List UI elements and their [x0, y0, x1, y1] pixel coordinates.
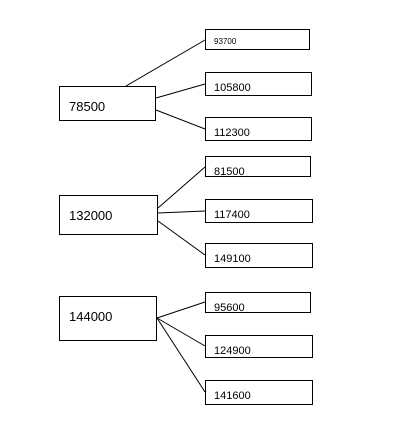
child-node-1-3-value: 112300: [214, 127, 250, 139]
child-node-2-2: 117400: [205, 199, 313, 223]
child-node-3-1: 95600: [205, 292, 311, 314]
child-node-3-2: 124900: [205, 335, 313, 358]
child-node-2-1: 81500: [205, 156, 311, 178]
connector-2-2: [157, 210, 206, 214]
child-node-2-3-value: 149100: [214, 253, 251, 265]
child-node-1-3: 112300: [205, 117, 312, 141]
child-node-2-2-value: 117400: [214, 209, 250, 221]
root-node-1-value: 78500: [69, 99, 106, 114]
child-node-3-3-value: 141600: [214, 390, 251, 402]
child-node-2-1-value: 81500: [214, 166, 245, 178]
root-node-2-value: 132000: [69, 208, 113, 223]
root-node-2: 132000: [59, 195, 158, 235]
child-node-3-1-value: 95600: [214, 302, 245, 314]
connector-1-3: [155, 109, 206, 130]
child-node-1-2-value: 105800: [214, 82, 251, 94]
connector-1-2: [155, 83, 206, 99]
root-node-1: 78500: [59, 86, 156, 121]
connector-2-1: [157, 166, 206, 209]
child-node-3-2-value: 124900: [214, 345, 251, 357]
connector-3-1: [156, 301, 206, 319]
connector-3-2: [156, 317, 206, 347]
root-node-3: 144000: [59, 296, 157, 341]
child-node-2-3: 149100: [205, 243, 313, 268]
child-node-3-3: 141600: [205, 380, 313, 405]
child-node-1-1-value: 93700: [214, 37, 237, 46]
connector-3-3: [156, 317, 206, 393]
connector-1-1: [125, 39, 206, 87]
child-node-1-1: 93700: [205, 29, 310, 50]
root-node-3-value: 144000: [69, 309, 113, 324]
child-node-1-2: 105800: [205, 72, 312, 96]
connector-2-3: [157, 220, 206, 256]
